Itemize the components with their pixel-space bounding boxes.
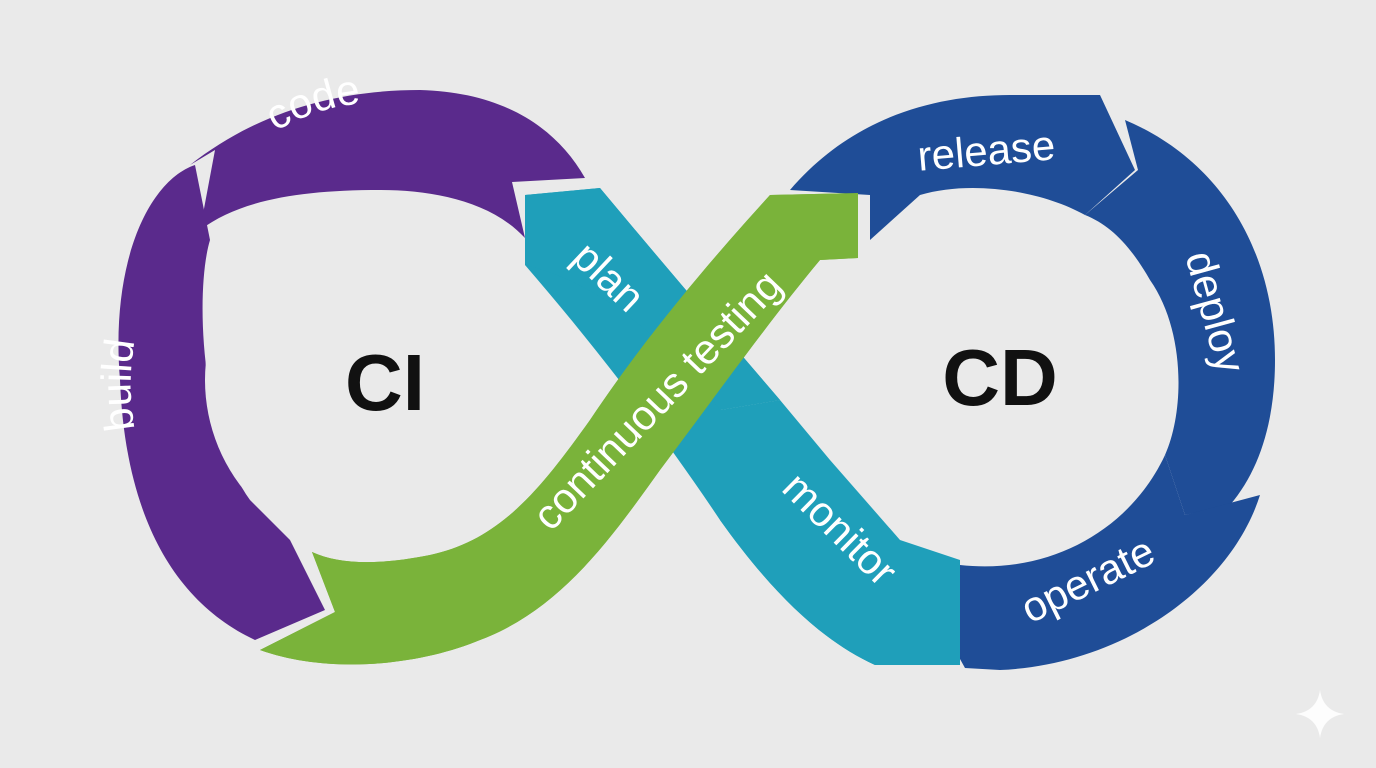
code-segment [190,90,585,238]
monitor-ribbon-bottom [720,400,960,665]
cd-label: CD [942,333,1058,422]
label-build: build [92,336,143,435]
label-release: release [916,121,1057,179]
ci-inner-circle [205,205,555,555]
deploy-segment [1085,120,1275,515]
release-segment [790,95,1135,240]
continuous-testing-overlay [260,193,858,665]
operate-segment [930,455,1260,670]
build-segment [118,165,325,640]
ci-label: CI [345,338,425,427]
cd-inner-circle [850,215,1170,535]
sparkle-icon [1296,690,1344,738]
